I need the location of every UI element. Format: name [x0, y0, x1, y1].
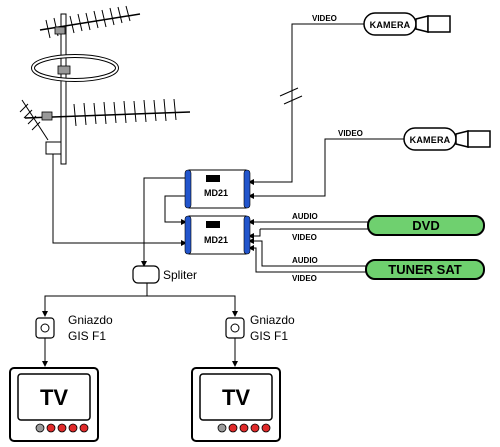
tv-2-label: TV: [222, 385, 250, 410]
camera-2-label: KAMERA: [410, 135, 451, 145]
tv-2: TV: [191, 367, 281, 442]
tuner-sat-source: AUDIO VIDEO TUNER SAT: [292, 256, 485, 283]
outlet-1-line2: GIS F1: [68, 329, 106, 343]
splitter: Spliter: [132, 265, 197, 284]
outlet-2: Gniazdo GIS F1: [225, 313, 295, 343]
camera-1: VIDEO KAMERA: [312, 12, 451, 36]
outlet-1: Gniazdo GIS F1: [35, 313, 113, 343]
modulator-2: MD21: [184, 215, 251, 255]
camera-1-signal-label: VIDEO: [312, 14, 337, 23]
camera-1-label: KAMERA: [370, 20, 411, 30]
dvd-label: DVD: [412, 218, 439, 233]
dvd-audio-label: AUDIO: [292, 212, 318, 221]
camera-2-signal-label: VIDEO: [338, 129, 363, 138]
camera-2: VIDEO KAMERA: [338, 127, 491, 151]
outlet-1-line1: Gniazdo: [68, 313, 113, 327]
modulator-2-label: MD21: [204, 235, 228, 245]
wiring: [42, 23, 404, 367]
splitter-label: Spliter: [163, 268, 197, 282]
antenna-mast: [19, 5, 191, 165]
outlet-2-line1: Gniazdo: [250, 313, 295, 327]
tv-1: TV: [9, 367, 99, 442]
modulator-1: MD21: [184, 169, 251, 209]
tv-1-buttons: [35, 423, 89, 433]
modulator-1-label: MD21: [204, 188, 228, 198]
outlet-2-line2: GIS F1: [250, 329, 288, 343]
tv-2-buttons: [217, 423, 271, 433]
tv-1-label: TV: [40, 385, 68, 410]
dvd-video-label: VIDEO: [292, 233, 317, 242]
tuner-video-label: VIDEO: [292, 274, 317, 283]
tuner-audio-label: AUDIO: [292, 256, 318, 265]
dvd-source: AUDIO VIDEO DVD: [292, 212, 485, 242]
tuner-sat-label: TUNER SAT: [388, 262, 461, 277]
